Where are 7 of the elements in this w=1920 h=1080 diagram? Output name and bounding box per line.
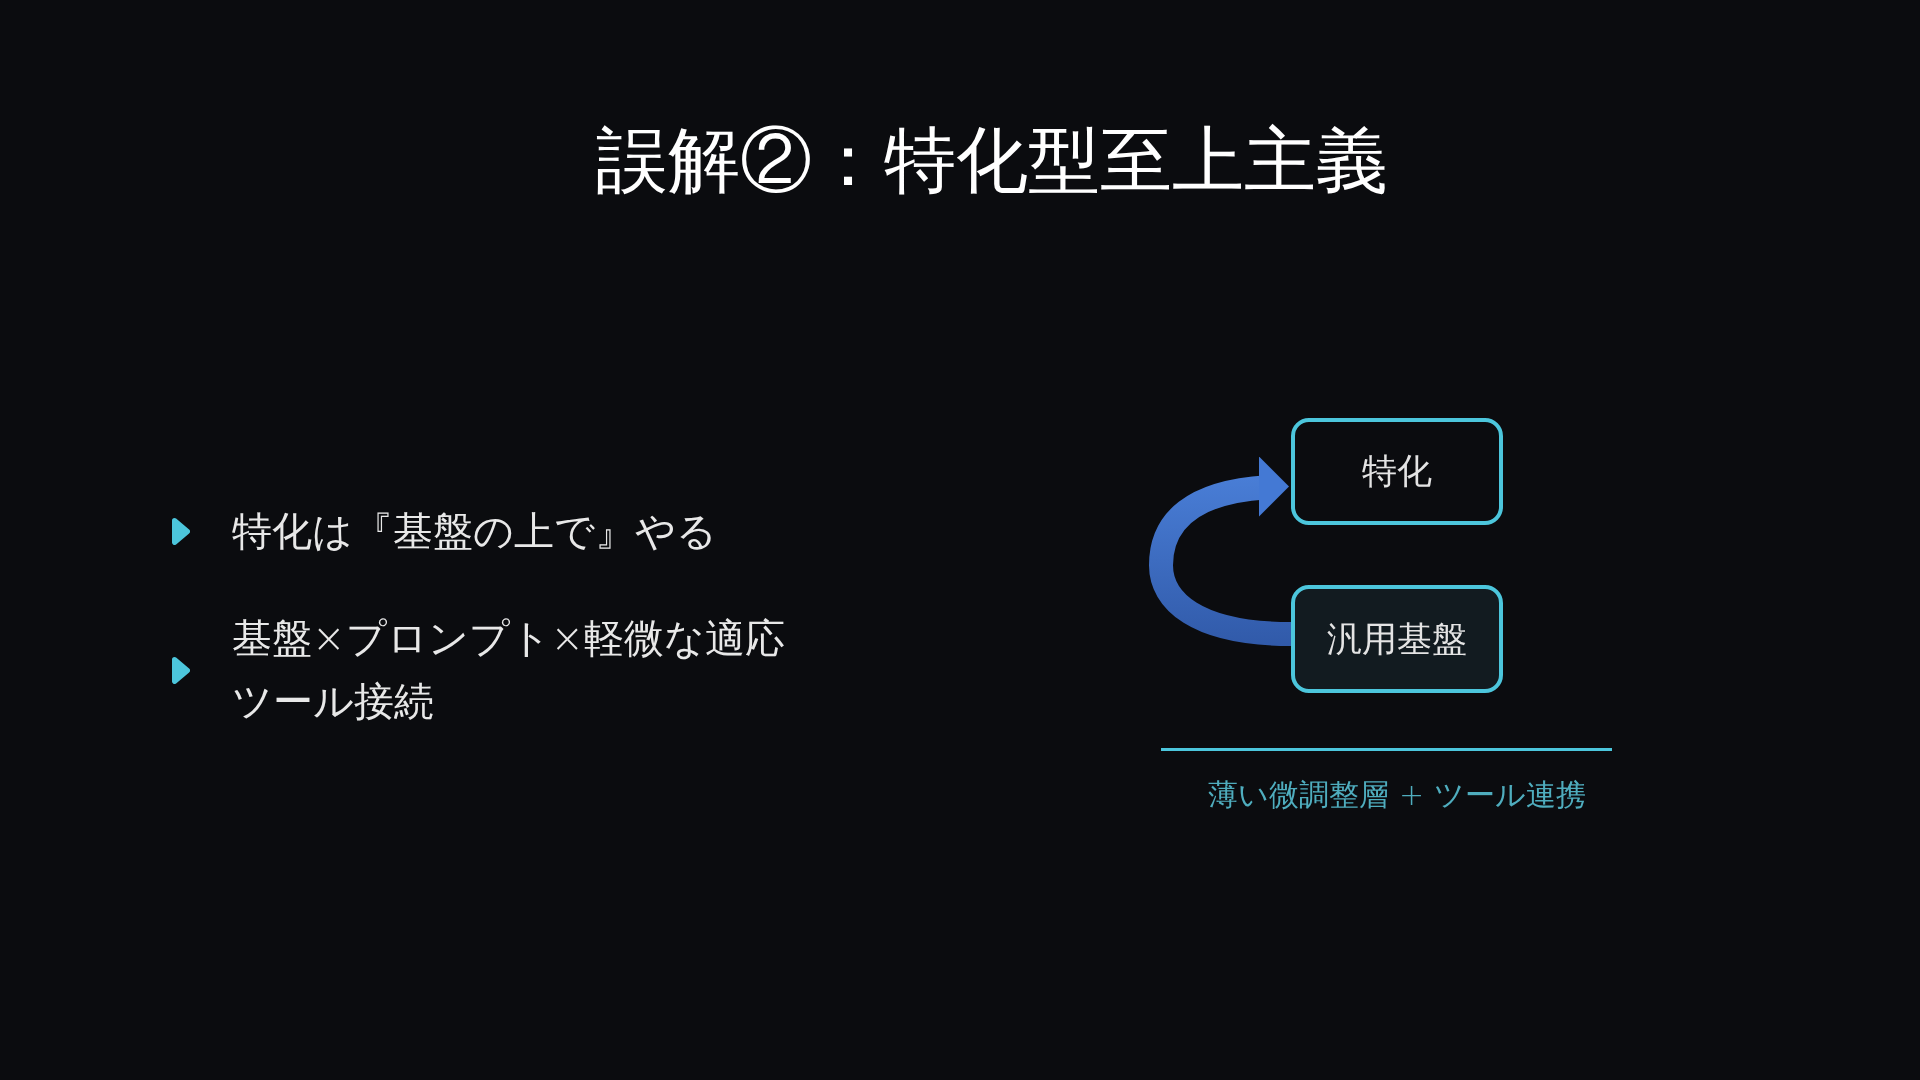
bullet-text: 基盤×プロンプト×軽微な適応ツール接続 xyxy=(232,614,787,726)
caption-text: 薄い微調整層 + ツール連携 xyxy=(1208,776,1586,814)
rounded-box: 特化 xyxy=(1291,418,1503,525)
rounded-box: 汎用基盤 xyxy=(1291,585,1503,693)
curved-arrow xyxy=(1149,457,1292,646)
slide-title: 誤解②：特化型至上主義 xyxy=(596,117,1388,203)
bullet-text: 特化は『基盤の上で』やる xyxy=(232,507,717,556)
